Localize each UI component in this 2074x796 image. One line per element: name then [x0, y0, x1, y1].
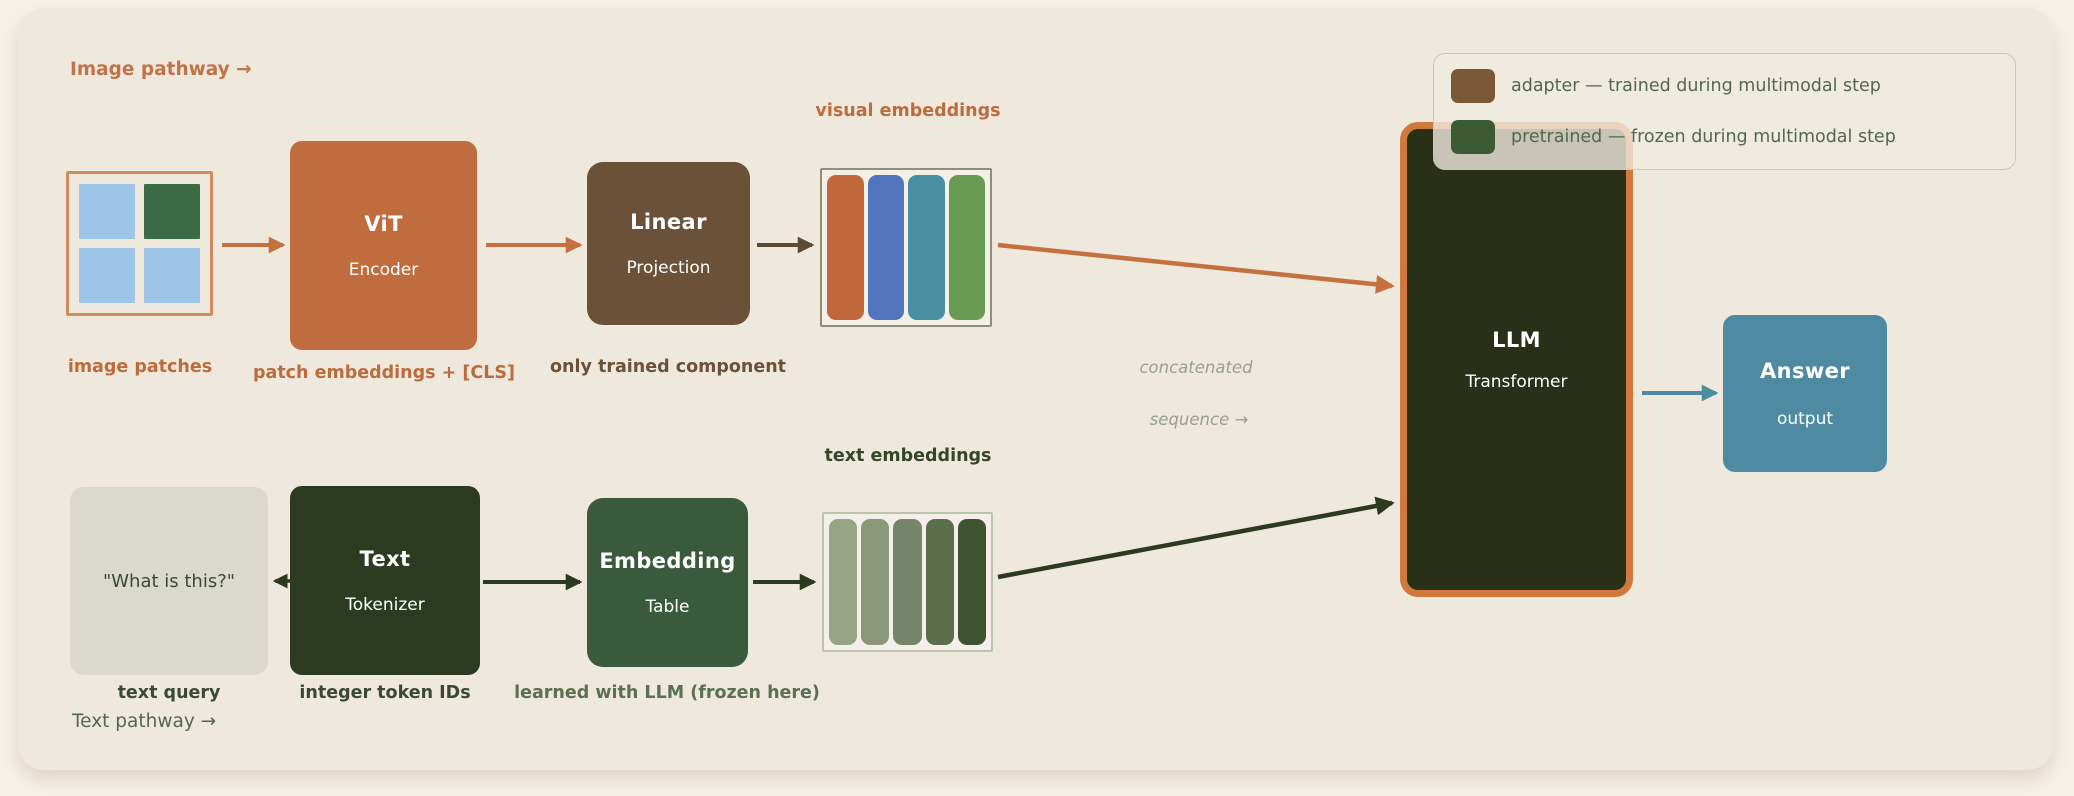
- text-query-caption: text query: [117, 683, 221, 703]
- image-pathway-label: Image pathway →: [70, 59, 252, 80]
- answer-title: Answer: [1759, 358, 1851, 383]
- embedding-title: Embedding: [599, 548, 736, 573]
- image-patches-grid: [66, 171, 213, 316]
- embedding-bar: [79, 248, 135, 303]
- vit-subtitle: Encoder: [348, 259, 419, 280]
- image-patches-caption: image patches: [67, 357, 213, 377]
- llm-subtitle: Transformer: [1465, 371, 1568, 392]
- embedding-bar: [908, 175, 945, 320]
- adapter-legend-label: adapter — trained during multimodal step: [1511, 76, 1881, 96]
- llm-transformer-box: LLM Transformer: [1400, 122, 1633, 597]
- legend-row-adapter: adapter — trained during multimodal step: [1451, 69, 2015, 103]
- answer-subtitle: output: [1776, 408, 1834, 429]
- tokenizer-subtitle: Tokenizer: [345, 594, 425, 615]
- pretrained-swatch: [1451, 120, 1495, 154]
- legend: adapter — trained during multimodal step…: [1433, 53, 2016, 170]
- embedding-table-box: Embedding Table: [587, 498, 748, 667]
- visual-embeddings-label: visual embeddings: [815, 101, 1001, 121]
- adapter-swatch: [1451, 69, 1495, 103]
- embedding-bar: [957, 519, 987, 645]
- embedding-bar: [144, 248, 200, 303]
- embedding-bar: [144, 184, 200, 239]
- llm-title: LLM: [1492, 327, 1541, 352]
- embedding-bar: [925, 519, 954, 645]
- text-query-text: "What is this?": [102, 570, 236, 592]
- embedding-caption: learned with LLM (frozen here): [514, 683, 820, 703]
- text-tokenizer-box: Text Tokenizer: [290, 486, 480, 675]
- linear-subtitle: Projection: [626, 257, 711, 278]
- pretrained-legend-label: pretrained — frozen during multimodal st…: [1511, 127, 1896, 147]
- embedding-subtitle: Table: [645, 596, 690, 617]
- answer-output-box: Answer output: [1723, 315, 1887, 472]
- visual-embeddings-strip: [820, 168, 992, 327]
- vit-title: ViT: [364, 211, 403, 236]
- vit-encoder-box: ViT Encoder: [290, 141, 477, 350]
- embedding-bar: [829, 519, 858, 645]
- concatenated-note-line2: sequence →: [1149, 410, 1249, 429]
- embedding-bar: [861, 519, 890, 645]
- linear-caption: only trained component: [549, 357, 787, 377]
- legend-row-pretrained: pretrained — frozen during multimodal st…: [1451, 120, 2015, 154]
- linear-projection-box: Linear Projection: [587, 162, 750, 325]
- vit-caption: patch embeddings + [CLS]: [252, 363, 516, 383]
- concatenated-note-line1: concatenated: [1139, 358, 1253, 377]
- text-query-box: "What is this?": [70, 487, 268, 675]
- tokenizer-title: Text: [359, 546, 411, 571]
- embedding-bar: [948, 175, 985, 320]
- embedding-bar: [893, 519, 922, 645]
- text-embeddings-strip: [822, 512, 993, 652]
- embedding-bar: [79, 184, 135, 239]
- embedding-bar: [827, 175, 864, 320]
- text-pathway-label: Text pathway →: [72, 711, 217, 732]
- text-embeddings-label: text embeddings: [824, 446, 992, 466]
- tokenizer-caption: integer token IDs: [299, 683, 471, 703]
- linear-title: Linear: [630, 209, 707, 234]
- embedding-bar: [867, 175, 904, 320]
